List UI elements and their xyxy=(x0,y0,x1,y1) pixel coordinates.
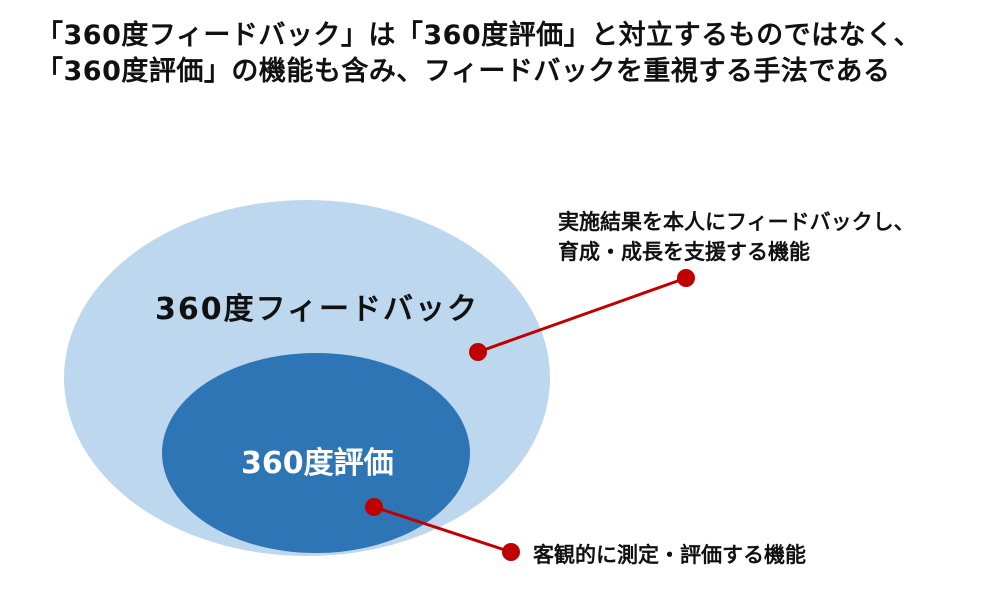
inner-ellipse-360-evaluation xyxy=(162,353,470,553)
callout-bottom-line-1: 客観的に測定・評価する機能 xyxy=(533,543,806,567)
callout-evaluation-function: 客観的に測定・評価する機能 xyxy=(533,540,806,570)
title-line-1: 「360度フィードバック」は「360度評価」と対立するものではなく、 xyxy=(36,20,922,51)
callout-feedback-function: 実施結果を本人にフィードバックし、 育成・成長を支援する機能 xyxy=(558,207,915,267)
outer-ellipse-label: 360度フィードバック xyxy=(155,292,480,327)
title-line-2: 「360度評価」の機能も含み、フィードバックを重視する手法である xyxy=(36,56,891,87)
connector-line-top xyxy=(477,276,687,354)
connector-line-bottom xyxy=(373,505,512,554)
inner-ellipse-label: 360度評価 xyxy=(241,446,394,481)
connector-dot-top-label xyxy=(677,269,695,287)
page-title: 「360度フィードバック」は「360度評価」と対立するものではなく、 「360度… xyxy=(36,18,996,90)
connector-dot-outer-anchor xyxy=(469,343,487,361)
callout-top-line-2: 育成・成長を支援する機能 xyxy=(558,240,810,264)
callout-top-line-1: 実施結果を本人にフィードバックし、 xyxy=(558,210,915,234)
connector-dot-inner-anchor xyxy=(365,498,383,516)
connector-dot-bottom-label xyxy=(502,543,520,561)
